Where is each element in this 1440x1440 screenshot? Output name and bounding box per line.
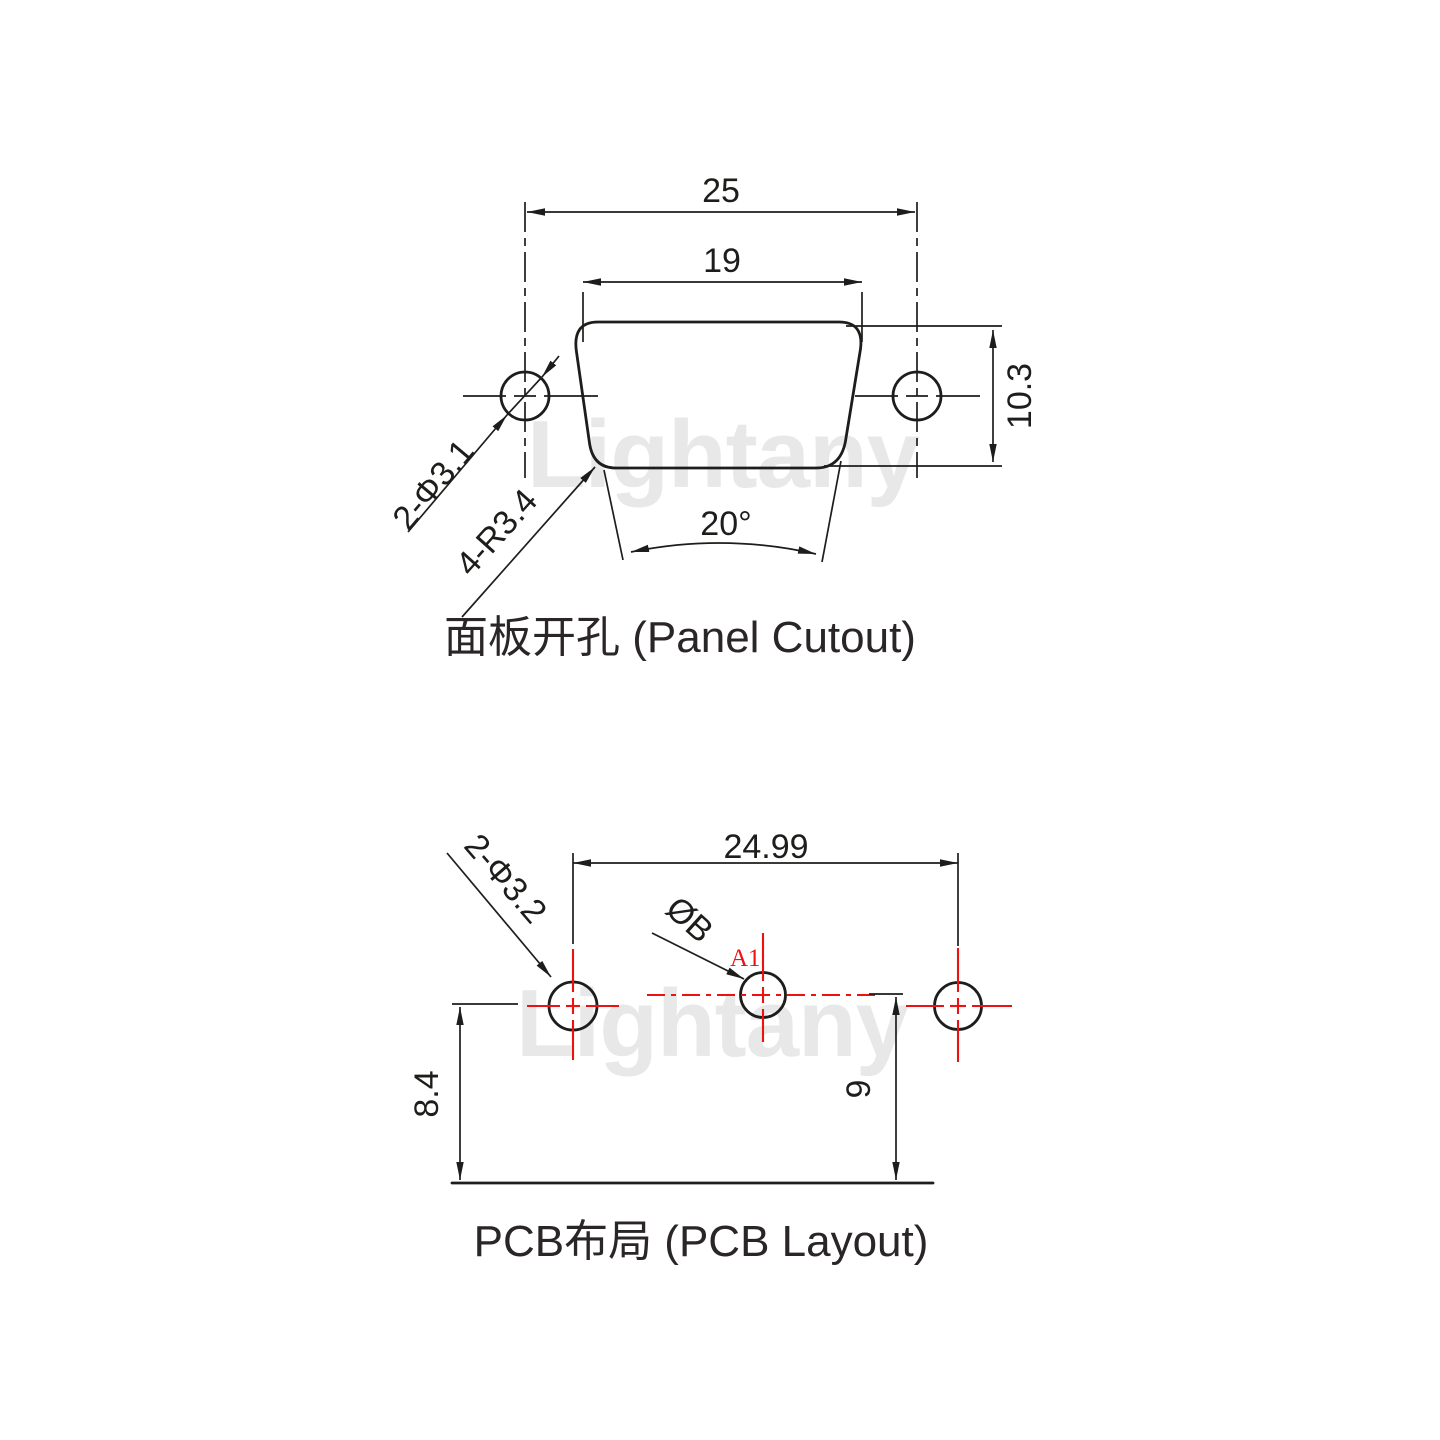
corner-radius-label: 4-R3.4 [449, 482, 546, 583]
panel-cutout-title: 面板开孔 (Panel Cutout) [444, 613, 916, 662]
dim-9-label: 9 [840, 1080, 878, 1099]
panel-cutout-shape [574, 320, 863, 470]
angle-arc [630, 542, 817, 555]
angle-label: 20° [700, 505, 751, 543]
dim-103-label: 10.3 [1001, 363, 1039, 429]
pcb-layout-title: PCB布局 (PCB Layout) [474, 1217, 929, 1266]
dim-84-label: 8.4 [408, 1070, 446, 1117]
leader-pcb-hole-dia [446, 852, 552, 978]
panel-hole-dia-label: 2-Φ3.1 [385, 433, 481, 538]
angle-ext-right [821, 460, 842, 563]
leader-hole-dia-through [506, 376, 543, 416]
leader-hole-dia-lower [407, 414, 508, 533]
dim-25-label: 25 [702, 172, 740, 210]
pcb-hole-dia-label: 2-Φ3.2 [457, 827, 554, 931]
watermark-text-bottom: Lightany [516, 970, 909, 1077]
dim-19-label: 19 [703, 242, 741, 280]
angle-ext-left [603, 469, 624, 561]
pcb-layout-figure: 24.99 A1 2-Φ3.2 ØB [408, 827, 1012, 1266]
leader-pin-dia [651, 932, 745, 980]
leader-corner-radius [461, 466, 596, 618]
pin-a1-label: A1 [730, 945, 761, 972]
leader-hole-dia-upper [541, 355, 560, 378]
dim-2499-label: 24.99 [723, 828, 808, 866]
